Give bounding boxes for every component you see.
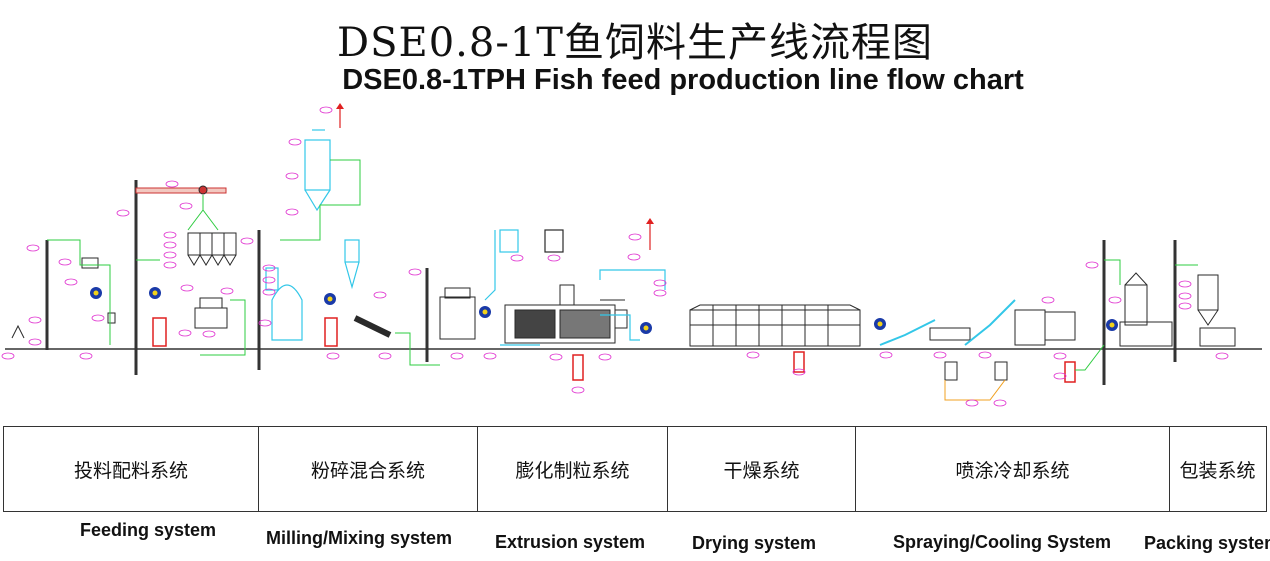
system-label-spraying: Spraying/Cooling System (893, 532, 1112, 552)
diagram-title-english: DSE0.8-1TPH Fish feed production line fl… (342, 64, 1024, 96)
control-cabinet (152, 317, 167, 347)
conveyor-ducts (879, 299, 1016, 346)
control-cabinet (1064, 361, 1076, 383)
control-cabinet (793, 351, 805, 373)
system-cell-spraying: 喷涂冷却系统 (856, 427, 1170, 511)
system-cell-extrusion: 膨化制粒系统 (478, 427, 668, 511)
diagram-title-chinese: DSE0.8-1T鱼饲料生产线流程图 (337, 20, 933, 66)
frame-columns (45, 180, 1177, 385)
feeding-system-equipment (11, 185, 237, 339)
system-table: 投料配料系统 粉碎混合系统 膨化制粒系统 干燥系统 喷涂冷却系统 包装系统 (3, 426, 1267, 512)
control-cabinet (324, 317, 338, 347)
green-pipes (47, 239, 1198, 371)
system-cell-drying: 干燥系统 (668, 427, 856, 511)
system-label-packing: Packing system (1144, 533, 1270, 553)
system-cell-milling: 粉碎混合系统 (259, 427, 478, 511)
system-label-drying: Drying system (692, 533, 817, 553)
spraying-system-equipment (929, 309, 1076, 381)
system-cell-packing: 包装系统 (1179, 459, 1256, 482)
milling-green-pipes (280, 159, 440, 366)
system-cell-feeding: 投料配料系统 (4, 427, 259, 511)
extrusion-cyan-ducts (484, 229, 666, 346)
packing-system-equipment (1119, 272, 1236, 347)
system-label-milling: Milling/Mixing system (266, 528, 453, 548)
spray-pipe (944, 379, 1006, 401)
milling-system-equipment (265, 129, 392, 341)
dryer-equipment (689, 304, 861, 347)
extrusion-system-equipment (439, 284, 628, 344)
valve-badges (90, 287, 1118, 334)
control-cabinet (572, 354, 584, 381)
system-label-feeding: Feeding system (80, 520, 217, 540)
system-label-extrusion: Extrusion system (495, 532, 646, 552)
production-line-flow-drawing (1, 103, 1262, 407)
equipment-tags (1, 106, 1229, 407)
